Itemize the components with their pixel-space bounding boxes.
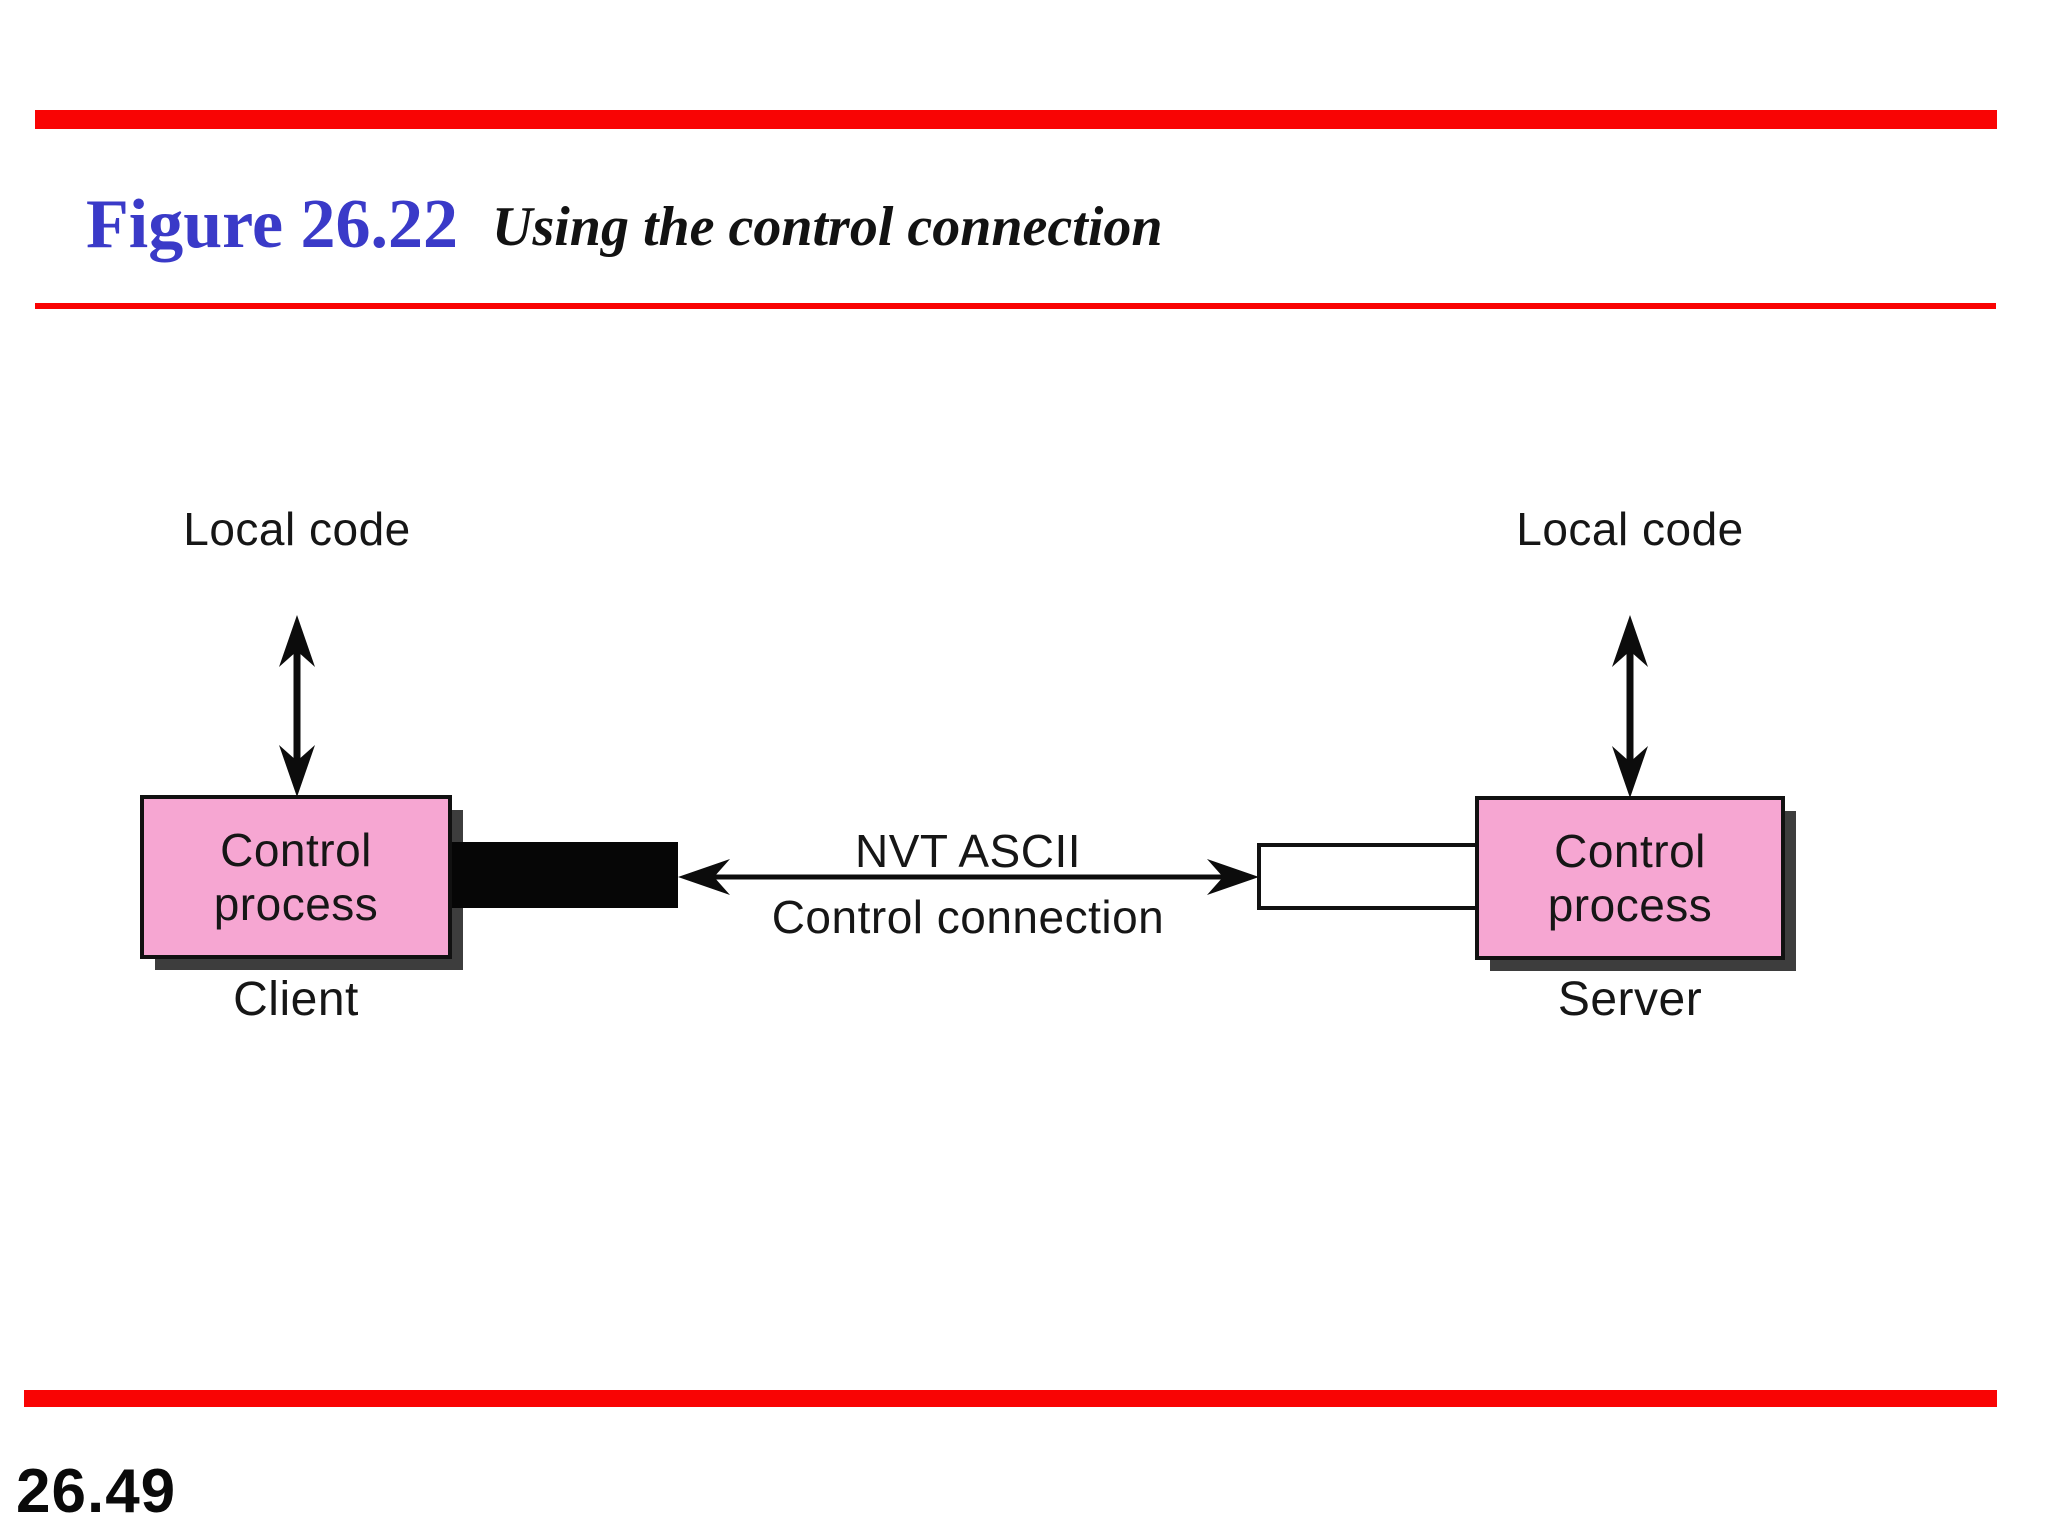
client-node-label: Client: [233, 973, 359, 1026]
figure-caption: Using the control connection: [492, 196, 1163, 258]
client-local-code-label: Local code: [183, 503, 411, 555]
top-red-bar: [35, 110, 1997, 129]
client-local-code-arrow: [279, 615, 315, 797]
client-control-process-label: Control process: [213, 824, 379, 930]
control-connection-arrow: [678, 859, 1259, 895]
bottom-red-bar: [24, 1390, 1997, 1407]
server-local-code-label: Local code: [1516, 503, 1744, 555]
control-connection-label: Control connection: [771, 891, 1165, 943]
client-control-process-box: [140, 795, 452, 959]
nvt-ascii-label: NVT ASCII: [854, 825, 1082, 877]
server-control-process-label: Control process: [1547, 825, 1713, 931]
figure-number: Figure 26.22: [86, 186, 459, 263]
server-local-code-arrow: [1612, 615, 1648, 798]
title-underline-red: [35, 303, 1996, 309]
server-node-label: Server: [1557, 973, 1703, 1026]
server-white-rectangle: [1257, 843, 1479, 910]
server-control-process-box: [1475, 796, 1785, 960]
client-black-rectangle: [450, 842, 678, 908]
page-number: 26.49: [16, 1457, 177, 1526]
